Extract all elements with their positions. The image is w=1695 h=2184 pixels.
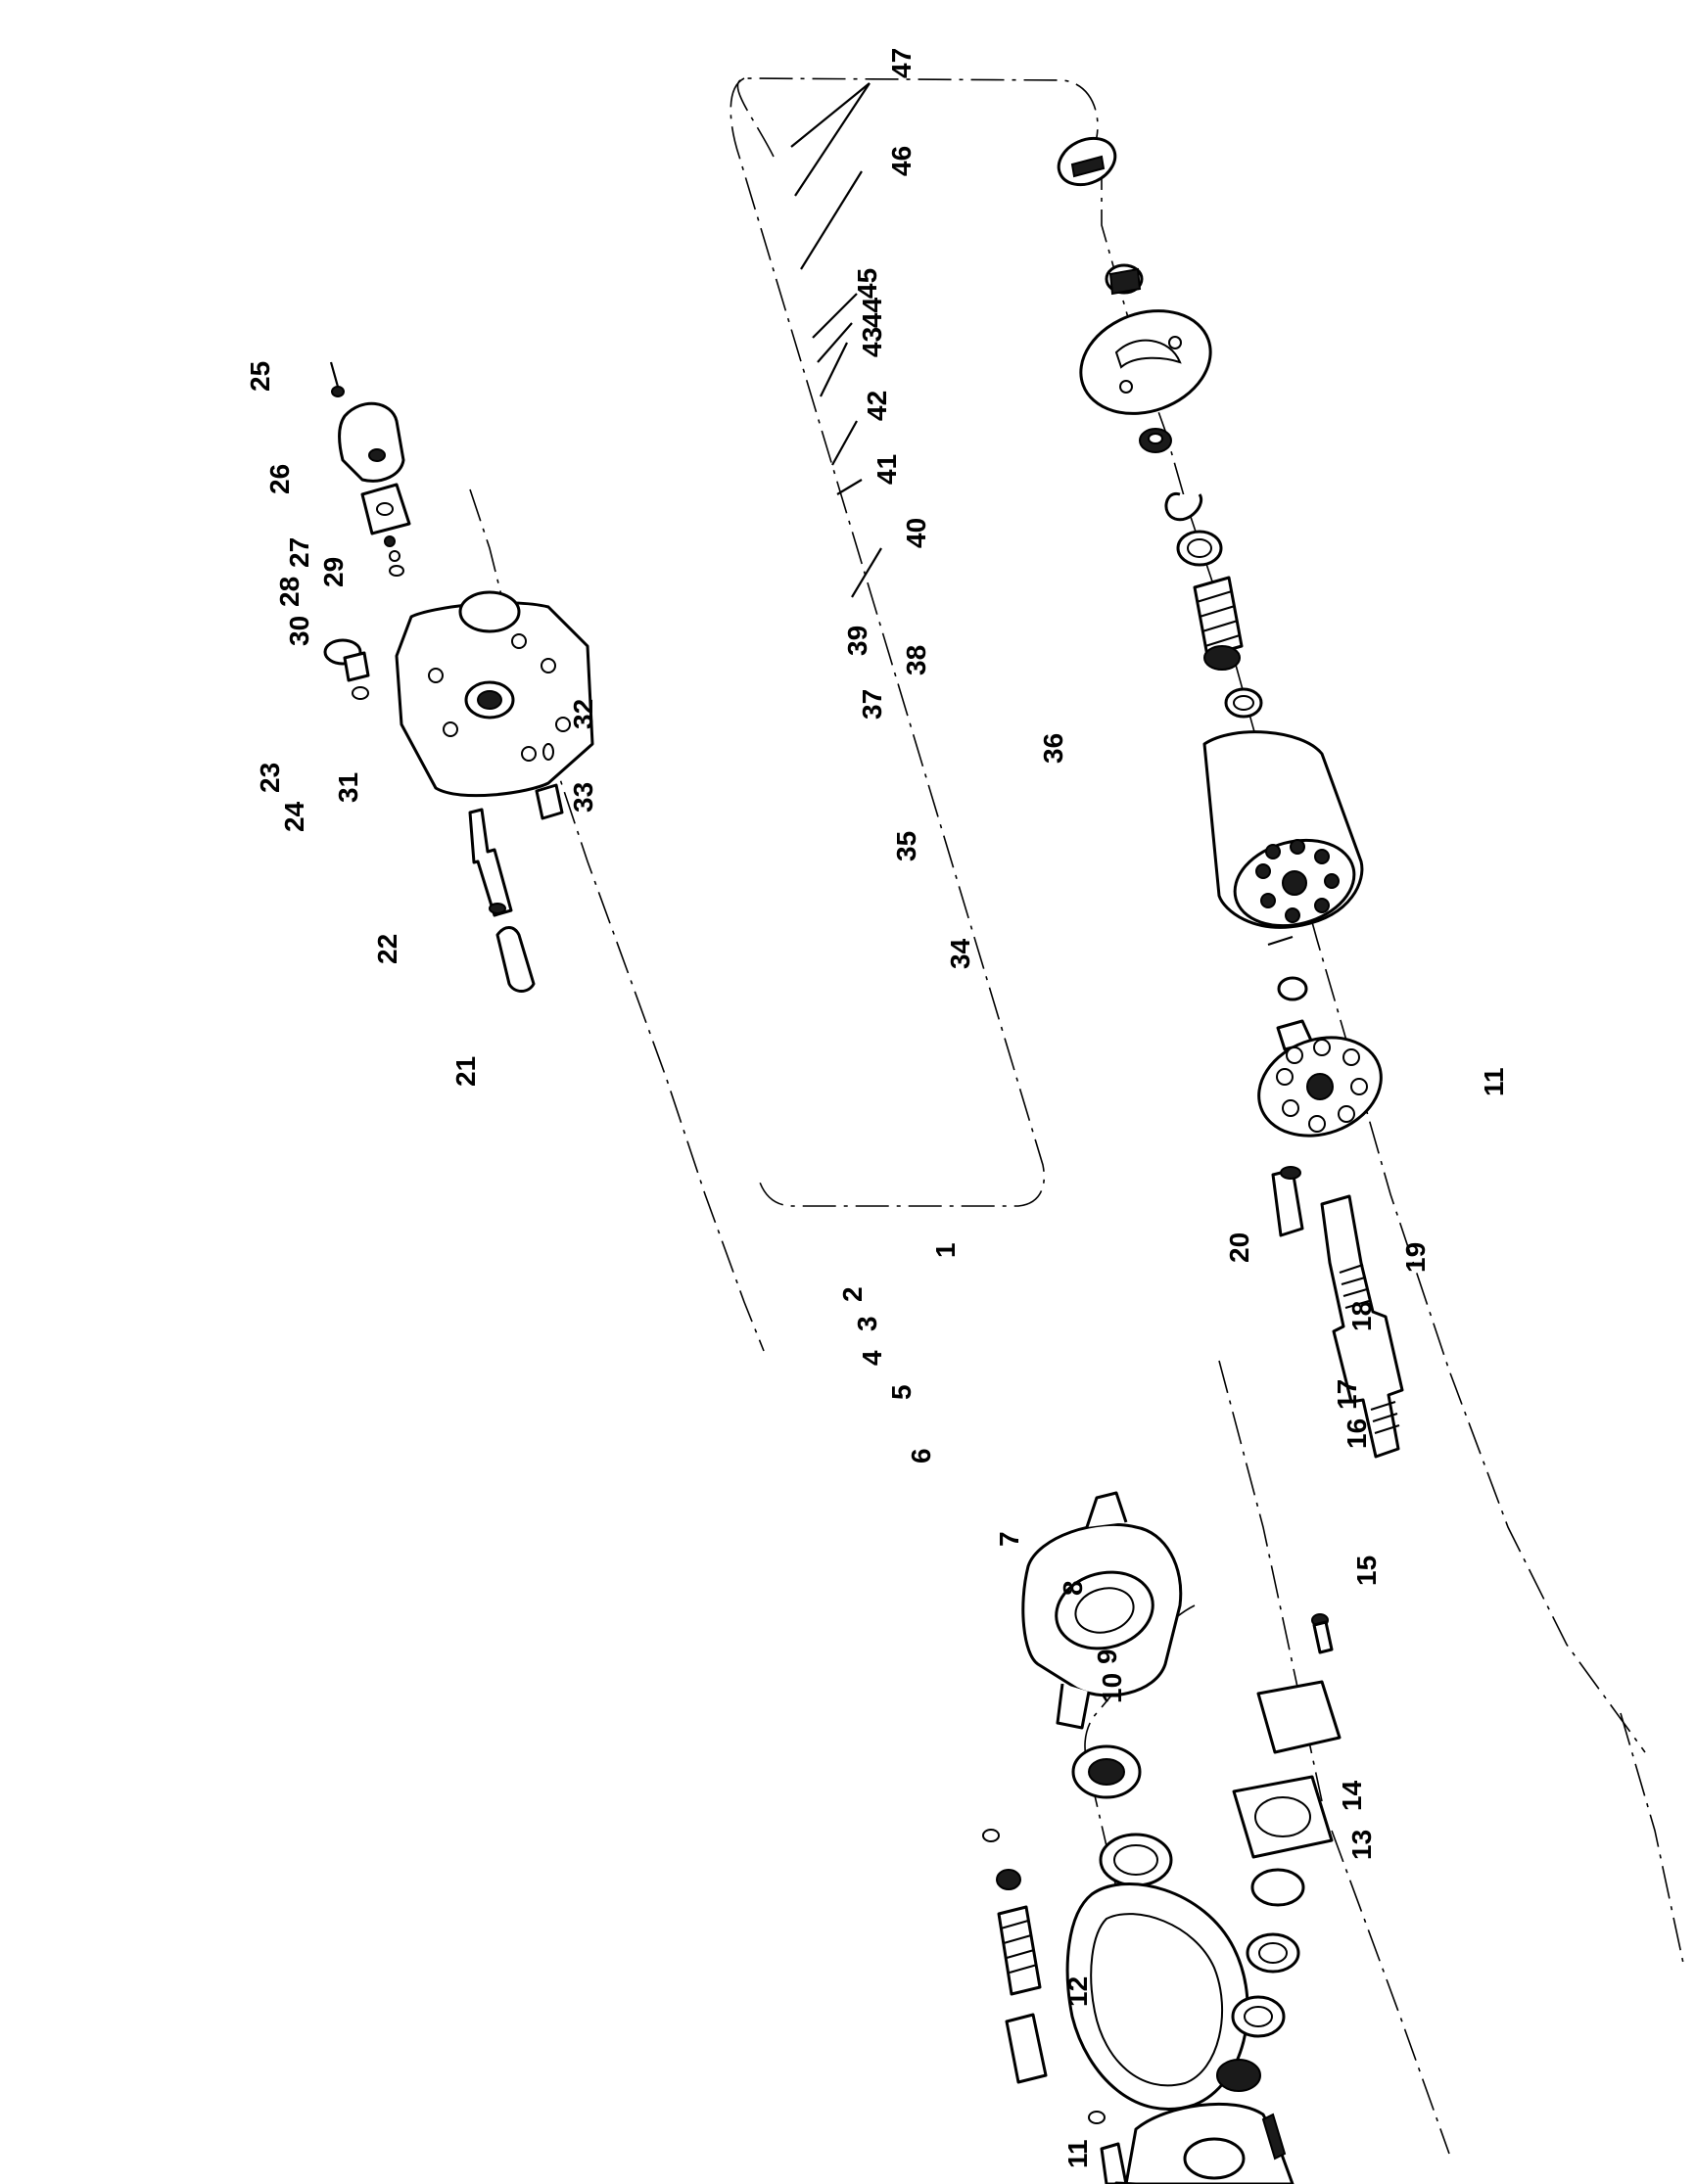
part-11a-screw <box>1311 1613 1334 1654</box>
part-31-valve-body <box>395 590 594 798</box>
part-8-housing <box>1124 2102 1295 2184</box>
part-1-swashplate <box>1021 1491 1183 1730</box>
part-35-piston <box>1271 1166 1304 1237</box>
part-17-shim <box>1250 1868 1305 1907</box>
leader-lines <box>790 82 882 598</box>
part-27-plate <box>360 483 411 535</box>
part-25-screw <box>329 361 345 397</box>
part-47-end-caps <box>1057 136 1144 296</box>
part-15-bearings <box>1216 1995 1286 2092</box>
part-41-ring <box>1224 687 1263 719</box>
part-46-valve-plate <box>1079 309 1212 415</box>
part-22-spool <box>468 808 513 917</box>
part-7-gasket <box>1065 1882 1249 2111</box>
part-16-bearing <box>1246 1932 1300 1974</box>
part-18-cover-gasket <box>1232 1775 1334 1859</box>
part-12-cover-gasket <box>1114 2181 1138 2184</box>
part-23-24-plug <box>323 638 370 700</box>
part-34-drive-shaft <box>1320 1194 1404 1459</box>
part-39-38-37-small <box>1267 935 1314 1051</box>
part-2-6-relief-valve <box>982 1829 1048 2084</box>
part-20-bearing <box>1071 1744 1173 1887</box>
part-40-cylinder-block <box>1202 730 1364 929</box>
part-26-cap <box>338 401 405 483</box>
part-28-29-30-small <box>384 535 404 577</box>
part-19-cover-plate <box>1256 1680 1342 1754</box>
part-21-pin <box>495 926 536 993</box>
part-9-10-fittings <box>1088 2111 1128 2184</box>
assembly-center-lines <box>469 77 1685 2155</box>
part-42-spring <box>1193 576 1244 671</box>
part-36-retainer-plate <box>1257 1036 1383 1138</box>
part-45-43-rings <box>1139 428 1223 567</box>
part-32-33-small <box>535 743 564 820</box>
